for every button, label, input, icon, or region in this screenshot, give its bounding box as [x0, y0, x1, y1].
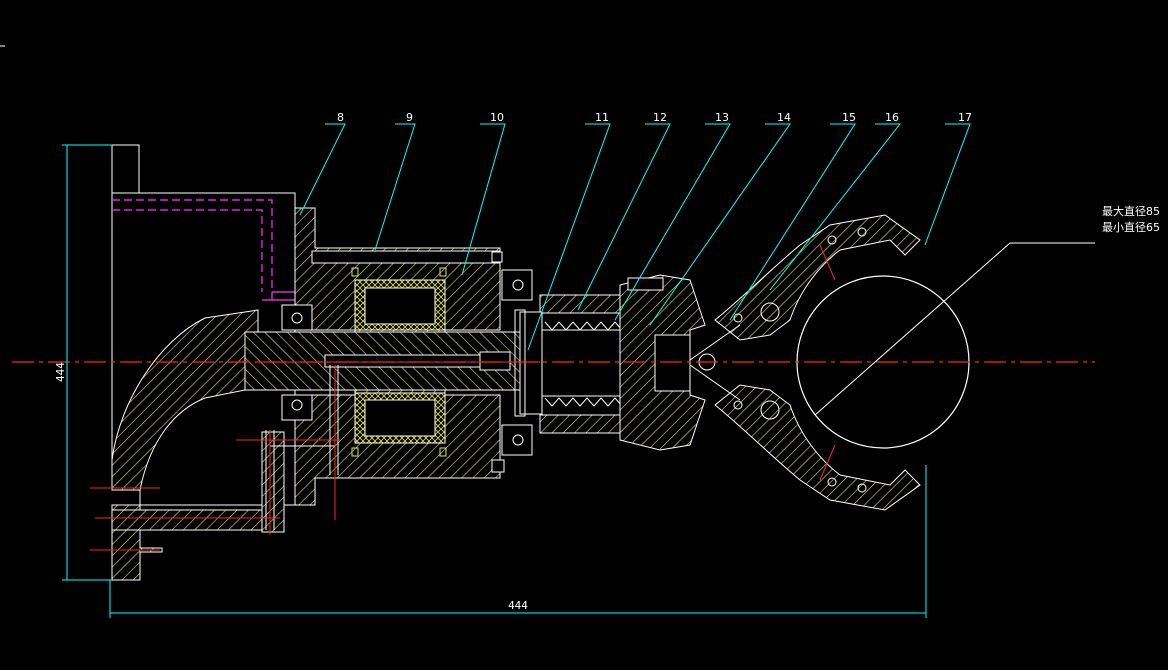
- part-number-16: 16: [885, 111, 899, 124]
- part-number-15: 15: [842, 111, 856, 124]
- part-number-9: 9: [406, 111, 413, 124]
- gripper-fingers: [689, 214, 921, 511]
- width-dimension-label: 444: [508, 599, 528, 612]
- main-housing: [244, 207, 546, 506]
- height-dimension-label: 444: [54, 362, 67, 382]
- width-dimension: [109, 465, 927, 618]
- base-mount: [111, 144, 296, 581]
- part-number-13: 13: [715, 111, 729, 124]
- min-diameter-note: 最小直径65: [1102, 220, 1160, 234]
- red-marks: [90, 361, 540, 551]
- leaders: [299, 123, 1095, 416]
- part-number-12: 12: [653, 111, 667, 124]
- part-number-10: 10: [490, 111, 504, 124]
- part-number-11: 11: [595, 111, 609, 124]
- max-diameter-note: 最大直径85: [1102, 204, 1160, 218]
- part-number-8: 8: [337, 111, 344, 124]
- part-number-17: 17: [958, 111, 972, 124]
- height-dimension: [62, 144, 112, 581]
- part-number-14: 14: [777, 111, 791, 124]
